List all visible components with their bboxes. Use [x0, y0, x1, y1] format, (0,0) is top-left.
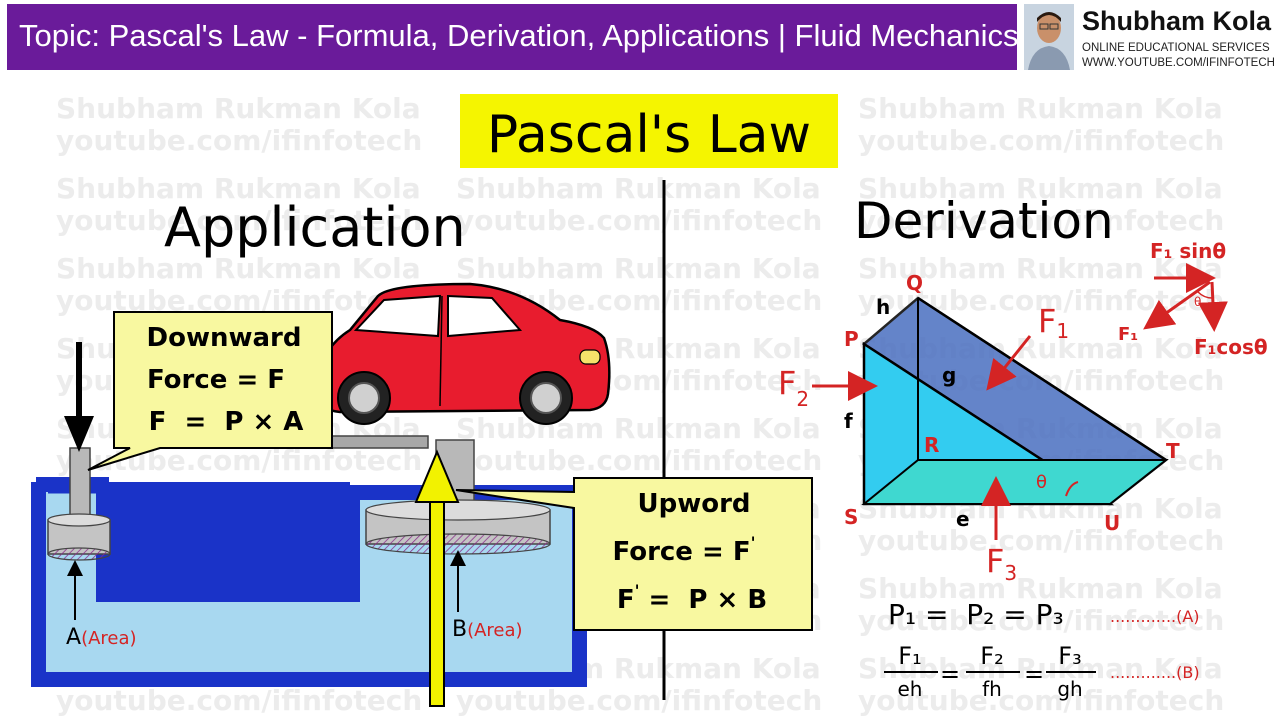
watermark-text: Shubham Rukman Kola: [56, 252, 421, 285]
f3-force-label: F3: [986, 542, 1017, 585]
callout-downward-line1: Downward: [147, 323, 302, 353]
watermark-text: Shubham Rukman Kola: [456, 252, 821, 285]
watermark-text: youtube.com/ifinfotech: [456, 684, 822, 717]
brand-block: Shubham Kola ONLINE EDUCATIONAL SERVICES…: [1022, 2, 1280, 72]
large-piston: [303, 435, 551, 555]
watermark-text: Shubham Rukman Kola: [56, 92, 421, 125]
watermark-text: Shubham Rukman Kola: [858, 652, 1223, 685]
area-b-label: B(Area): [452, 617, 523, 642]
equation-a-tag: .............(A): [1110, 607, 1200, 626]
watermark-text: youtube.com/ifinfotech: [858, 524, 1224, 557]
watermark-text: youtube.com/ifinfotech: [858, 124, 1224, 157]
edge-f-label: f: [844, 409, 853, 433]
upward-force-callout: Upword Force = F' F' = P × B: [455, 477, 813, 631]
vertex-t-label: T: [1166, 439, 1180, 463]
edge-g-label: g: [942, 363, 956, 387]
fraction-2-numerator: F₂: [980, 642, 1003, 670]
presenter-photo: [1024, 4, 1074, 70]
fraction-2-denominator: fh: [982, 677, 1002, 701]
callout-downward-line3: F = P × A: [149, 407, 304, 437]
vertex-p-label: P: [844, 327, 859, 351]
main-title-box: [460, 94, 838, 168]
application-heading: Application: [164, 196, 466, 259]
area-a-hatch: [47, 547, 111, 561]
fraction-1-numerator: F₁: [898, 642, 921, 670]
area-a-label: A(Area): [66, 625, 137, 650]
equation-b: F₁ eh = F₂ fh = F₃ gh: [884, 642, 1096, 701]
watermark-text: youtube.com/ifinfotech: [456, 204, 822, 237]
edge-e-label: e: [956, 507, 970, 531]
derivation-heading: Derivation: [854, 192, 1114, 250]
header-bar: Topic: Pascal's Law - Formula, Derivatio…: [7, 4, 1019, 70]
watermark-text: Shubham Rukman Kola: [56, 172, 421, 205]
callout-downward-line2: Force = F: [147, 365, 285, 395]
car-illustration: [314, 282, 611, 425]
watermark-text: youtube.com/ifinfotech: [858, 204, 1224, 237]
small-piston: [47, 447, 111, 561]
watermark-text: youtube.com/ifinfotech: [858, 684, 1224, 717]
fraction-3-numerator: F₃: [1058, 642, 1081, 670]
watermark-text: youtube.com/ifinfotech: [858, 604, 1224, 637]
force-components-diagram: [1143, 263, 1228, 332]
vertex-q-label: Q: [906, 271, 923, 295]
prism-diagram: [861, 296, 1169, 506]
fraction-1-denominator: eh: [898, 677, 923, 701]
watermark-text: Shubham Rukman Kola: [858, 572, 1223, 605]
main-title: Pascal's Law: [487, 105, 811, 165]
brand-name: Shubham Kola: [1082, 6, 1272, 36]
equals-sign: =: [1024, 660, 1044, 688]
downward-force-arrow: [64, 342, 94, 452]
vertex-u-label: U: [1104, 511, 1120, 535]
component-theta-label: θ: [1194, 295, 1201, 309]
video-title: Topic: Pascal's Law - Formula, Derivatio…: [19, 18, 1019, 53]
watermark-text: Shubham Rukman Kola: [456, 172, 821, 205]
component-cos-label: F₁cosθ: [1194, 335, 1268, 359]
vertex-r-label: R: [924, 433, 939, 457]
equation-a: P₁ = P₂ = P₃: [888, 598, 1064, 631]
watermark-text: youtube.com/ifinfotech: [456, 444, 822, 477]
edge-h-label: h: [876, 295, 890, 319]
vertex-s-label: S: [844, 505, 858, 529]
f1-force-arrow: [986, 335, 1032, 391]
brand-tagline: ONLINE EDUCATIONAL SERVICES: [1082, 42, 1270, 54]
brand-url[interactable]: WWW.YOUTUBE.COM/IFINFOTECH: [1082, 57, 1275, 69]
watermark-text: youtube.com/ifinfotech: [56, 204, 422, 237]
component-f1-label: F₁: [1118, 324, 1138, 345]
watermark-text: Shubham Rukman Kola: [858, 92, 1223, 125]
theta-label: θ: [1036, 472, 1047, 493]
callout-upward-line1: Upword: [637, 489, 750, 519]
downward-force-callout: Downward Force = F F = P × A: [87, 311, 333, 471]
watermark-text: youtube.com/ifinfotech: [56, 684, 422, 717]
callout-upward-line2: Force = F': [613, 533, 756, 567]
callout-upward-line3: F' = P × B: [617, 581, 767, 615]
area-b-hatch: [365, 533, 551, 555]
equals-sign: =: [940, 660, 960, 688]
watermark-text: Shubham Rukman Kola: [858, 172, 1223, 205]
watermark-text: youtube.com/ifinfotech: [56, 124, 422, 157]
fraction-3-denominator: gh: [1057, 677, 1082, 701]
theta-arc: [1065, 481, 1079, 497]
watermark-text: Shubham Rukman Kola: [456, 412, 821, 445]
f1-force-label: F1: [1038, 302, 1069, 343]
upward-force-arrow: [414, 449, 460, 707]
component-sin-label: F₁ sinθ: [1150, 239, 1226, 263]
f2-force-label: F2: [778, 364, 809, 411]
equation-b-tag: .............(B): [1110, 663, 1200, 682]
